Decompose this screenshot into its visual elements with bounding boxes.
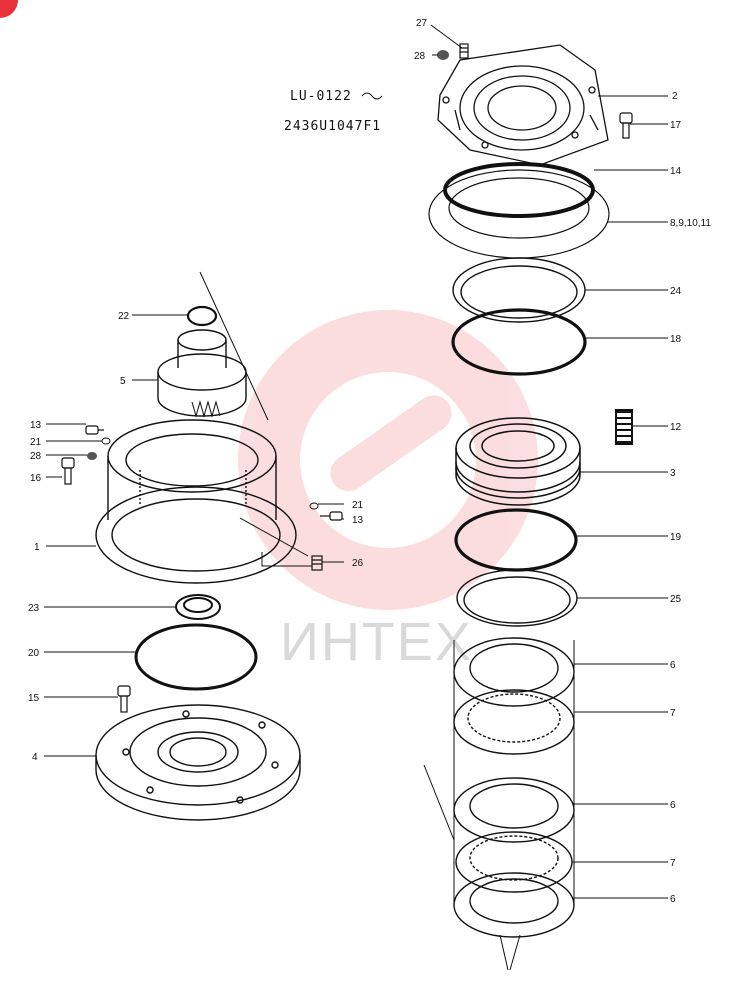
part-20-oring (134, 623, 258, 691)
callout-6-second: 6 (670, 800, 676, 811)
callout-18: 18 (670, 334, 682, 345)
plate-stack-arrow (423, 764, 521, 971)
part-24-ring (452, 257, 586, 323)
callout-16: 16 (30, 473, 42, 484)
gear-axis-line (199, 271, 269, 421)
callout-21-right: 21 (352, 500, 364, 511)
callout-4: 4 (32, 752, 38, 763)
callout-8-9-10-11: 8,9,10,11 (670, 218, 711, 229)
leader-lines (44, 24, 668, 899)
callout-17: 17 (670, 120, 682, 131)
model-tilde (361, 92, 383, 100)
part-28-plug-top (437, 50, 449, 60)
housing-leader-dash (239, 517, 312, 567)
callout-28-top: 28 (414, 51, 426, 62)
callout-25: 25 (670, 594, 682, 605)
part-13-bolt-left (85, 425, 104, 435)
corner-badge (0, 0, 18, 18)
callout-1: 1 (34, 542, 40, 553)
callout-22: 22 (118, 311, 130, 322)
callout-13-right: 13 (352, 515, 364, 526)
part-6-plate-a (453, 637, 575, 707)
callout-14: 14 (670, 166, 682, 177)
part-27-screw (459, 43, 469, 59)
part-3-piston (455, 417, 581, 506)
callout-2: 2 (672, 91, 678, 102)
part-6-plate-c (453, 872, 575, 938)
callout-21-left: 21 (30, 437, 42, 448)
callout-23: 23 (28, 603, 40, 614)
callout-5: 5 (120, 376, 126, 387)
callout-24: 24 (670, 286, 682, 297)
part-4-cover (95, 704, 301, 821)
callout-7-first: 7 (670, 708, 676, 719)
part-21-seal-right (309, 502, 319, 510)
callout-26: 26 (352, 558, 364, 569)
part-21-seal-left (101, 437, 111, 445)
callout-6-first: 6 (670, 660, 676, 671)
part-14-oring (443, 162, 595, 218)
part-18-oring (451, 308, 587, 376)
callout-6-third: 6 (670, 894, 676, 905)
part-22-snap-ring (186, 305, 218, 327)
callout-13-left: 13 (30, 420, 42, 431)
callout-7-second: 7 (670, 858, 676, 869)
part-code-label: 2436U1047F1 (284, 119, 381, 134)
model-label: LU-0122 (290, 89, 352, 104)
part-7-plate-b (455, 831, 573, 893)
callout-20: 20 (28, 648, 40, 659)
callout-19: 19 (670, 532, 682, 543)
part-15-bolt (117, 685, 131, 713)
part-26-plug (311, 555, 323, 571)
watermark-text: ИНТЕХ (280, 612, 473, 672)
callout-3: 3 (670, 468, 676, 479)
part-25-ring (456, 569, 578, 627)
part-7-plate-a (453, 689, 575, 755)
part-28-plug-left (87, 452, 97, 460)
part-12-spring (615, 409, 633, 445)
part-16-bolt (61, 457, 75, 485)
callout-28-left: 28 (30, 451, 42, 462)
part-17-bolt (619, 112, 633, 139)
part-23-oil-seal (175, 594, 221, 620)
part-13-bolt-right (320, 511, 343, 521)
watermark-logo (238, 310, 538, 610)
callout-27: 27 (416, 18, 428, 29)
callout-12: 12 (670, 422, 682, 433)
callout-15: 15 (28, 693, 40, 704)
plate-stack-guide (453, 640, 575, 905)
part-1-housing (95, 419, 297, 584)
part-2-cover (437, 44, 609, 166)
